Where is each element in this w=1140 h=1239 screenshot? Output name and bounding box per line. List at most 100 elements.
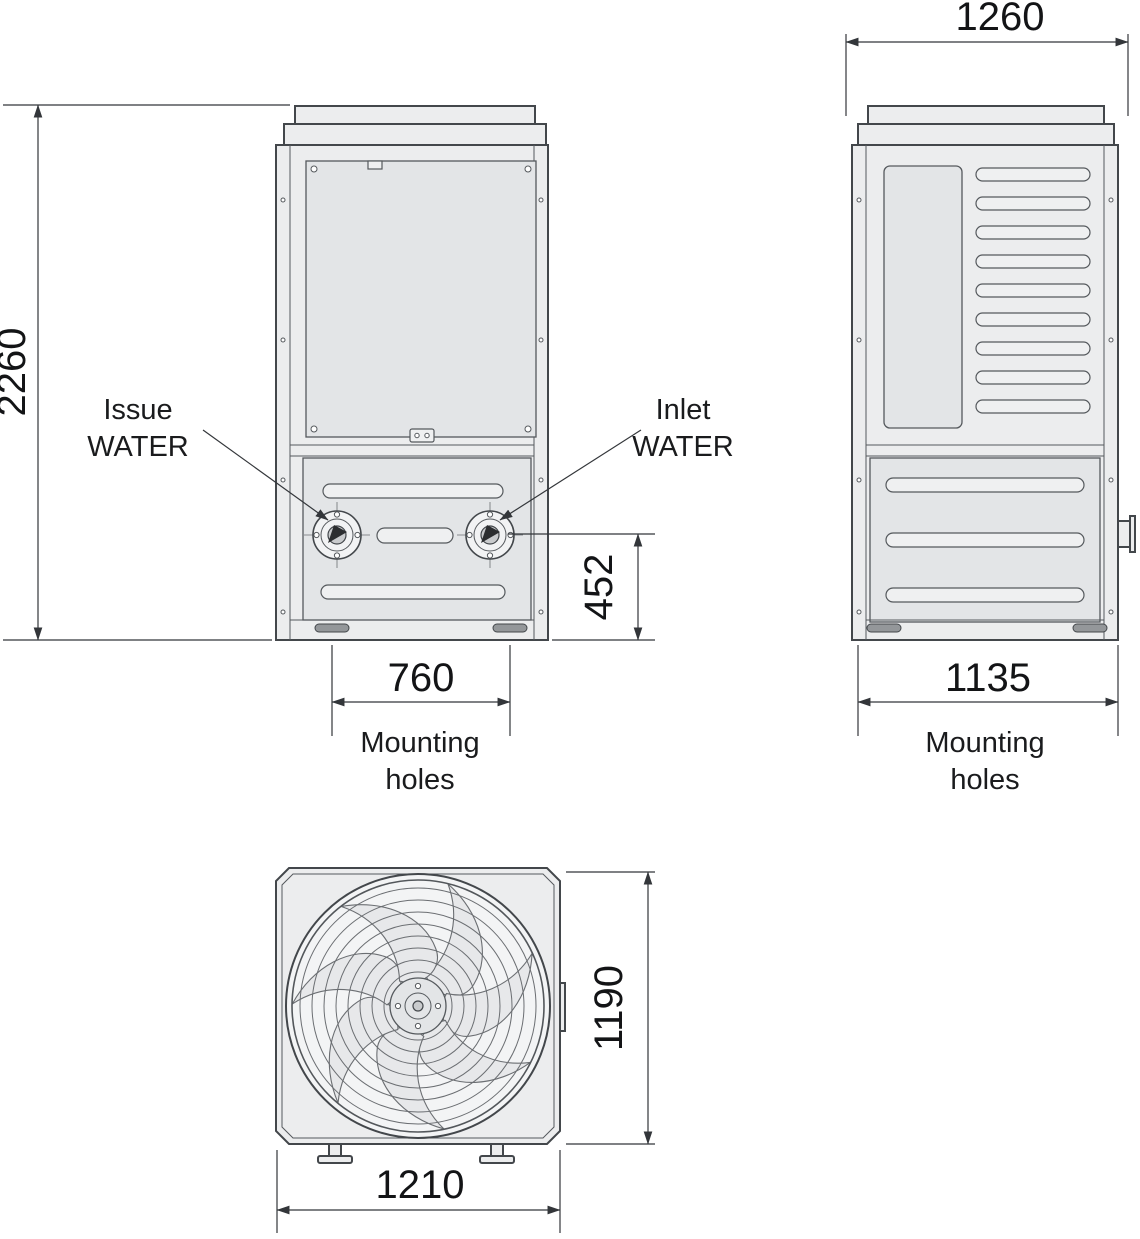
louver-slat xyxy=(975,167,1091,182)
hub-screw xyxy=(414,1022,422,1030)
vent-slot xyxy=(885,532,1085,548)
side-top-band xyxy=(857,123,1115,146)
side-access-door xyxy=(883,165,963,429)
dim-side-mounting-1135: 1135 Mounting holes xyxy=(857,645,1119,796)
panel-screw xyxy=(524,425,532,433)
fan-guard-ring xyxy=(383,971,453,1041)
dim-overall-height-2260: 2260 xyxy=(0,104,290,641)
dim-front-mounting-760: 760 Mounting holes xyxy=(331,645,511,796)
flange-screw xyxy=(1108,337,1114,343)
side-mounting-holes-label-line1: Mounting xyxy=(925,727,1044,759)
latch-screw xyxy=(424,432,430,439)
hub-screw xyxy=(414,982,422,990)
dim-text-760: 760 xyxy=(388,656,455,700)
fan-guard-ring xyxy=(347,935,489,1077)
mounting-hole xyxy=(1072,623,1108,633)
fan-assembly xyxy=(284,873,555,1145)
flange-screw xyxy=(538,477,544,483)
fan-guard-ring xyxy=(335,923,501,1089)
mounting-foot xyxy=(317,1143,353,1164)
mounting-foot xyxy=(479,1143,515,1164)
flange-screw xyxy=(280,337,286,343)
label-inlet-water: Inlet WATER xyxy=(499,394,734,521)
vent-slot xyxy=(320,584,506,600)
front-mounting-holes-label-line1: Mounting xyxy=(360,727,479,759)
issue-water-label-line1: Issue xyxy=(103,394,172,426)
louver-slat xyxy=(975,196,1091,211)
issue-water-label-line2: WATER xyxy=(87,431,189,463)
front-upper-panel xyxy=(305,160,537,438)
flange-screw xyxy=(1108,197,1114,203)
vent-slot xyxy=(376,527,454,544)
louver-slat xyxy=(975,312,1091,327)
louver-slat xyxy=(975,254,1091,269)
panel-screw xyxy=(310,425,318,433)
side-top-cap xyxy=(867,105,1105,126)
hub-screw xyxy=(394,1002,402,1010)
side-view xyxy=(851,105,1136,641)
dim-text-2260: 2260 xyxy=(0,328,34,417)
hub-center xyxy=(412,1000,424,1012)
flange-screw xyxy=(856,477,862,483)
louver-slat xyxy=(975,399,1091,414)
front-top-band xyxy=(283,123,547,146)
panel-tab xyxy=(367,160,383,170)
front-mounting-holes-label-line2: holes xyxy=(385,764,454,796)
louver-slat xyxy=(975,225,1091,240)
panel-screw xyxy=(524,165,532,173)
flange-screw xyxy=(538,337,544,343)
fan-guard-ring xyxy=(299,887,537,1125)
dim-overall-depth-1260: 1260 xyxy=(845,0,1129,116)
panel-screw xyxy=(310,165,318,173)
hub-screw xyxy=(434,1002,442,1010)
side-pipe-flange xyxy=(1129,515,1136,553)
vent-slot xyxy=(322,483,504,499)
louver-slat xyxy=(975,370,1091,385)
inlet-water-label-line1: Inlet xyxy=(656,394,711,426)
dim-top-depth-1190: 1190 xyxy=(566,871,655,1145)
fan-guard xyxy=(291,879,545,1133)
dim-text-1260: 1260 xyxy=(956,0,1045,39)
fan-guard-ring xyxy=(311,899,525,1113)
leader-line xyxy=(202,429,329,521)
mounting-hole xyxy=(492,623,528,633)
label-issue-water: Issue WATER xyxy=(87,394,329,521)
latch-screw xyxy=(414,432,420,439)
inlet-water-label-line2: WATER xyxy=(632,431,734,463)
flange-screw xyxy=(1108,609,1114,615)
mounting-hole xyxy=(314,623,350,633)
louver-slat xyxy=(975,283,1091,298)
flange-screw xyxy=(280,609,286,615)
louver-slat xyxy=(975,341,1091,356)
vent-slot xyxy=(885,477,1085,493)
flange-screw xyxy=(856,197,862,203)
mounting-hole xyxy=(866,623,902,633)
leader-line xyxy=(499,429,642,521)
hub-inner xyxy=(404,992,432,1020)
fan-guard-ring xyxy=(359,947,477,1065)
dim-port-height-452: 452 xyxy=(508,533,655,641)
dim-top-width-1210: 1210 xyxy=(276,1150,561,1233)
flange-screw xyxy=(1108,477,1114,483)
dim-text-452: 452 xyxy=(577,554,621,621)
front-view xyxy=(275,105,549,641)
fan-guard-rim xyxy=(291,879,545,1133)
panel-latch xyxy=(409,428,435,443)
flange-screw xyxy=(538,609,544,615)
side-pipe-stub xyxy=(1117,520,1131,548)
front-top-cap xyxy=(294,105,536,126)
dim-text-1190: 1190 xyxy=(587,965,631,1051)
dim-text-1210: 1210 xyxy=(376,1163,465,1207)
fan-guard-ring xyxy=(371,959,465,1053)
flange-screw xyxy=(538,197,544,203)
top-view xyxy=(275,867,566,1164)
side-mounting-holes-label-line2: holes xyxy=(950,764,1019,796)
flange-screw xyxy=(280,197,286,203)
fan-hub xyxy=(389,977,447,1035)
dim-text-1135: 1135 xyxy=(945,656,1031,700)
flange-screw xyxy=(280,477,286,483)
vent-slot xyxy=(885,587,1085,603)
top-housing-inner xyxy=(281,873,555,1139)
